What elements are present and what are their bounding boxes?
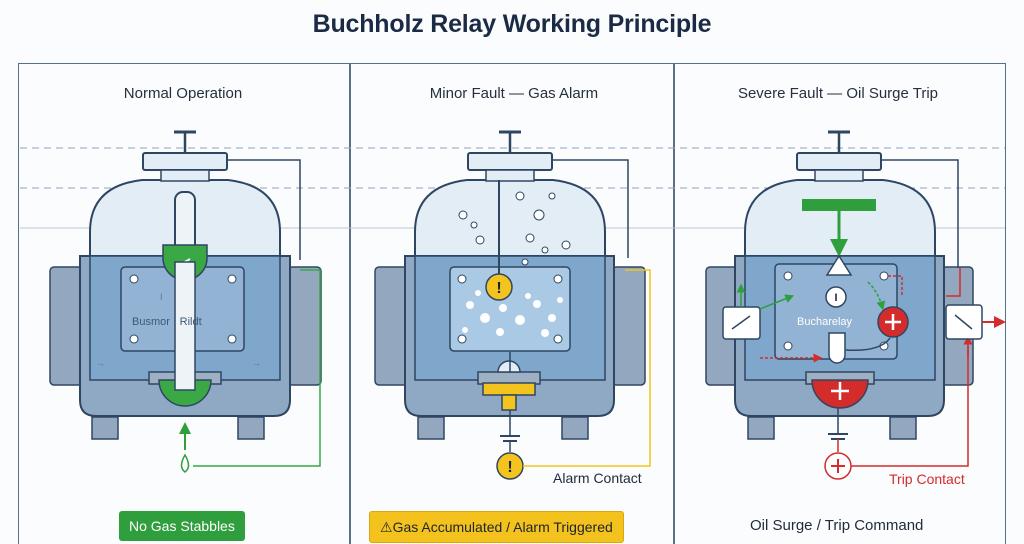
panel-3-status-text: Oil Surge / Trip Command xyxy=(750,517,924,534)
panel-1-relay-label: Busmor · Rildt xyxy=(132,316,202,328)
svg-text:→: → xyxy=(96,358,105,368)
panel-2-title: Minor Fault — Gas Alarm xyxy=(429,85,599,102)
panel-2-status-badge: ⚠Gas Accumulated / Alarm Triggered xyxy=(369,511,624,543)
panel-3-relay-label: Bucharelay xyxy=(797,316,853,328)
diagram-title: Buchholz Relay Working Principle xyxy=(312,10,712,38)
panel-1-status-badge: No Gas Stabbles xyxy=(119,511,245,541)
panel-divider-2 xyxy=(673,63,675,544)
warning-triangle-icon: ⚠ xyxy=(380,519,393,535)
alarm-contact-label: Alarm Contact xyxy=(553,470,642,486)
panel-1-relay-mark: I xyxy=(160,292,163,302)
svg-text:!: ! xyxy=(496,280,501,297)
svg-text:I: I xyxy=(834,292,837,304)
panel-3-tank: I Bucharelay xyxy=(705,130,1006,480)
svg-text:!: ! xyxy=(507,459,512,476)
panel-2-tank: ! ! xyxy=(374,130,651,480)
panel-divider-1 xyxy=(349,63,351,544)
panel-frame xyxy=(18,63,1006,544)
gas-bubbles xyxy=(458,191,571,266)
panel-1-status-text: No Gas Stabbles xyxy=(129,518,235,534)
panel-3-title: Severe Fault — Oil Surge Trip xyxy=(737,85,939,102)
panel-1-tank: I Busmor · Rildt → → xyxy=(49,130,322,473)
alarm-float-icon xyxy=(485,273,513,301)
svg-text:→: → xyxy=(252,358,261,368)
trip-contact-label: Trip Contact xyxy=(889,471,965,487)
oil-bubbles xyxy=(462,290,563,337)
panel-2-status-text: Gas Accumulated / Alarm Triggered xyxy=(392,519,613,535)
panel-1-title: Normal Operation xyxy=(123,85,243,102)
